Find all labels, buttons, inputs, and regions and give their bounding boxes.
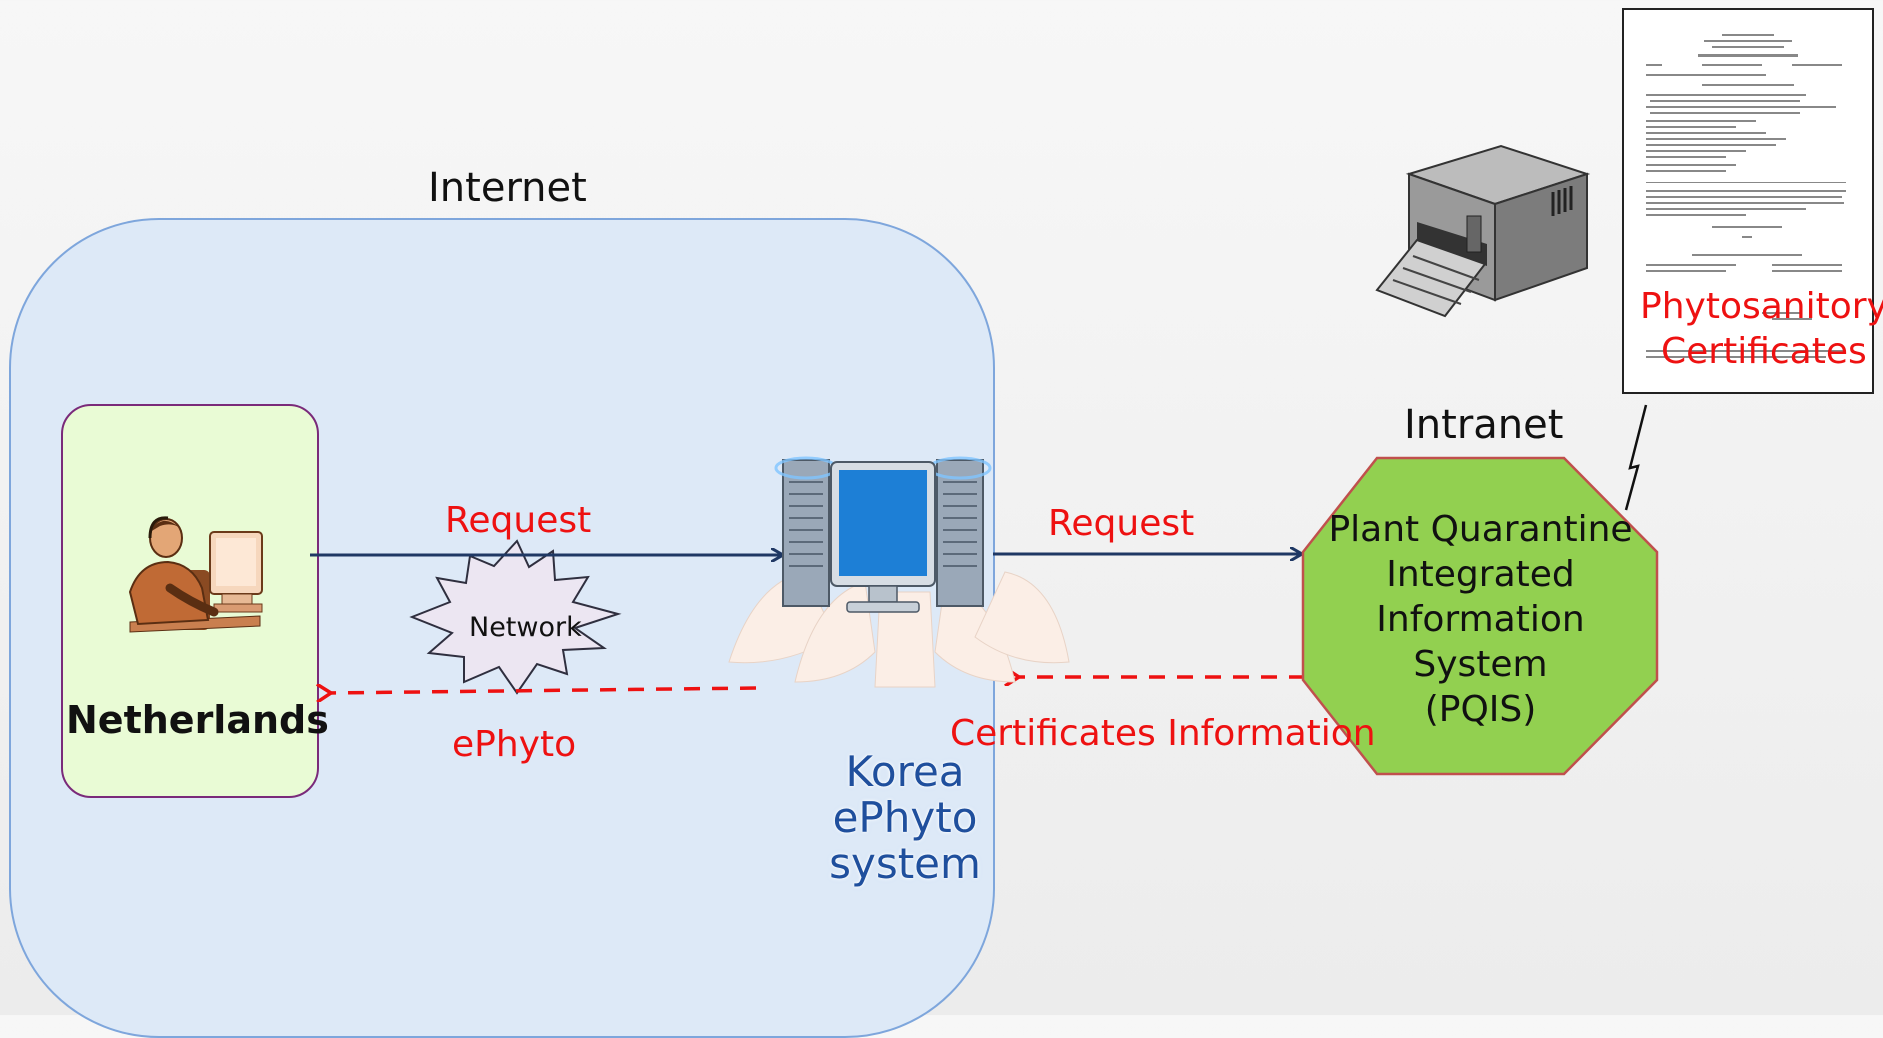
request-label-left: Request [445,500,592,541]
certificate-text-lines [1646,34,1846,358]
certificates-information-label: Certificates Information [950,713,1376,754]
ephyto-label: ePhyto [452,724,577,765]
server-computer-icon[interactable] [725,432,1070,697]
pqis-label: Plant Quarantine Integrated Information … [1318,507,1643,732]
korea-label-line1: Korea [845,747,965,796]
netherlands-label: Netherlands [66,698,329,742]
korea-ephyto-label: Korea ePhyto system [755,749,1055,887]
internet-label: Internet [428,165,587,211]
ephyto-arrow [330,688,757,693]
lightning-connector-icon [1624,404,1648,511]
certificate-label-line2: Certificates [1661,331,1867,372]
certificate-label-line1: Phytosanitory [1640,286,1883,327]
certificate-document-icon [1622,8,1874,394]
pqis-line-5: (PQIS) [1424,689,1537,730]
pqis-node-shape[interactable] [1301,456,1659,776]
connections-layer [310,404,1659,776]
korea-label-line2: ePhyto system [829,793,981,888]
pqis-line-4: System [1413,644,1548,685]
pqis-line-2: Integrated [1386,554,1575,595]
request-label-right: Request [1048,503,1195,544]
network-label: Network [469,612,582,643]
pqis-line-3: Information [1376,599,1585,640]
network-burst-shape [409,539,622,695]
intranet-label: Intranet [1404,402,1564,448]
person-at-computer-icon [128,516,263,633]
printer-icon [1375,144,1591,318]
pqis-line-1: Plant Quarantine [1328,509,1633,550]
